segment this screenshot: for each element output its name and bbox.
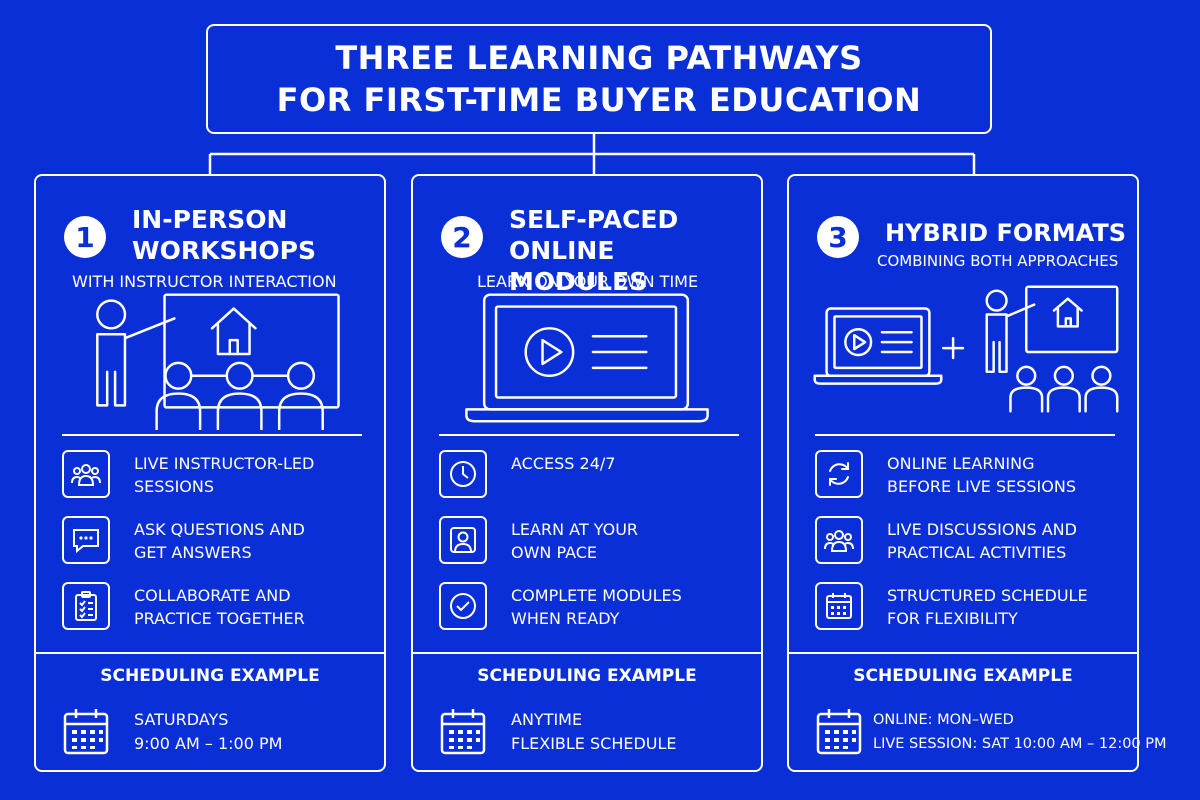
pathway-card-self-paced: 2 Self-Paced Online Modules Learn on You…: [411, 174, 763, 772]
schedule-label: Scheduling Example: [853, 666, 1073, 686]
feature-text: Live Instructor-Led Sessions: [134, 454, 315, 496]
schedule-divider: [36, 652, 384, 654]
pathway-title: In-Person Workshops: [132, 204, 316, 266]
pathway-header: 1 In-Person Workshops With Instructor In…: [36, 190, 384, 300]
hybrid-laptop-plus-classroom-illustration: [813, 285, 1119, 413]
title-line-1: Three Learning Pathways: [335, 39, 863, 77]
feature-list: Online Learning Before Live Sessions Liv…: [815, 450, 1125, 648]
group-icon: [62, 450, 110, 498]
pathway-number-badge: 2: [441, 216, 483, 258]
instructor-classroom-illustration: [96, 293, 340, 430]
feature-list: Access 24/7 Learn at Your Own Pace Compl…: [439, 450, 749, 648]
schedule-label: Scheduling Example: [477, 666, 697, 686]
pathway-title-line-2: Workshops: [132, 236, 316, 265]
group-icon: [815, 516, 863, 564]
feature-item: Collaborate and Practice Together: [62, 582, 372, 648]
clipboard-checklist-icon: [62, 582, 110, 630]
title-box: Three Learning Pathways for First-Time B…: [206, 24, 992, 134]
feature-item: Online Learning Before Live Sessions: [815, 450, 1125, 516]
person-icon: [439, 516, 487, 564]
clock-icon: [439, 450, 487, 498]
feature-list: Live Instructor-Led Sessions Ask Questio…: [62, 450, 372, 648]
schedule-text: Saturdays 9:00 AM – 1:00 PM: [134, 708, 282, 756]
pathway-title-line-1: In-Person: [132, 205, 288, 234]
section-divider: [62, 434, 362, 436]
pathway-subtitle: Learn on Your Own Time: [477, 272, 699, 291]
feature-text: Structured Schedule for Flexibility: [887, 586, 1088, 628]
feature-text: Online Learning Before Live Sessions: [887, 454, 1076, 496]
schedule-line-2: Flexible Schedule: [511, 734, 677, 753]
calendar-icon: [816, 709, 862, 755]
schedule-text: Anytime Flexible Schedule: [511, 708, 677, 756]
feature-item: Complete Modules When Ready: [439, 582, 749, 648]
pathway-title-line-2: Online Modules: [509, 236, 648, 296]
calendar-icon: [815, 582, 863, 630]
schedule-line-2: Live Session: Sat 10:00 AM – 12:00 PM: [873, 736, 1167, 752]
feature-item: Structured Schedule for Flexibility: [815, 582, 1125, 648]
check-circle-icon: [439, 582, 487, 630]
pathway-card-hybrid: 3 Hybrid Formats Combining Both Approach…: [787, 174, 1167, 772]
pathway-header: 3 Hybrid Formats Combining Both Approach…: [789, 190, 1137, 300]
calendar-icon: [440, 709, 486, 755]
schedule-line-1: Anytime: [511, 710, 583, 729]
pathway-card-in-person: 1 In-Person Workshops With Instructor In…: [34, 174, 386, 772]
schedule-divider: [789, 652, 1137, 654]
schedule-line-1: Saturdays: [134, 710, 229, 729]
calendar-icon: [63, 709, 109, 755]
feature-item: Live Discussions and Practical Activitie…: [815, 516, 1125, 582]
section-divider: [815, 434, 1115, 436]
chat-bubble-icon: [62, 516, 110, 564]
section-divider: [439, 434, 739, 436]
pathway-title: Hybrid Formats: [885, 218, 1126, 249]
feature-text: Ask Questions and Get Answers: [134, 520, 305, 562]
pathway-number-badge: 1: [64, 216, 106, 258]
pathway-title-line-1: Self-Paced: [509, 205, 679, 234]
feature-text: Learn at Your Own Pace: [511, 520, 639, 562]
feature-item: Access 24/7: [439, 450, 749, 516]
laptop-video-illustration: [465, 293, 709, 423]
feature-text: Collaborate and Practice Together: [134, 586, 305, 628]
title-line-2: for First-Time Buyer Education: [276, 81, 922, 119]
cycle-arrows-icon: [815, 450, 863, 498]
pathway-title: Self-Paced Online Modules: [509, 204, 761, 297]
feature-item: Ask Questions and Get Answers: [62, 516, 372, 582]
feature-item: Learn at Your Own Pace: [439, 516, 749, 582]
schedule-line-2: 9:00 AM – 1:00 PM: [134, 734, 283, 753]
pathway-subtitle: With Instructor Interaction: [72, 272, 337, 291]
pathway-subtitle: Combining Both Approaches: [877, 252, 1119, 270]
schedule-line-1: Online: Mon–Wed: [873, 712, 1014, 728]
pathway-number-badge: 3: [817, 216, 859, 258]
feature-text: Complete Modules When Ready: [511, 586, 682, 628]
feature-text: Access 24/7: [511, 454, 616, 473]
feature-item: Live Instructor-Led Sessions: [62, 450, 372, 516]
schedule-divider: [413, 652, 761, 654]
schedule-label: Scheduling Example: [100, 666, 320, 686]
schedule-text: Online: Mon–Wed Live Session: Sat 10:00 …: [873, 708, 1167, 756]
feature-text: Live Discussions and Practical Activitie…: [887, 520, 1077, 562]
pathway-header: 2 Self-Paced Online Modules Learn on You…: [413, 190, 761, 300]
pathway-title-line-1: Hybrid Formats: [885, 219, 1126, 247]
